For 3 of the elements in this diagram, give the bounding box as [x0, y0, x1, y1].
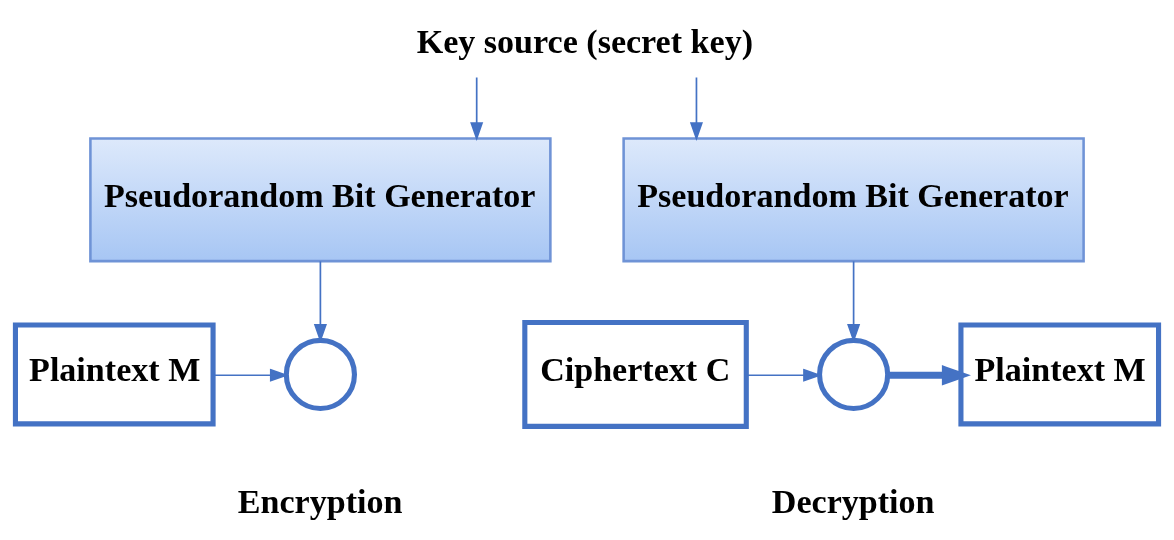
node-text: Key source (secret key) — [416, 22, 754, 60]
node-label: Encryption — [237, 482, 403, 520]
node-label: Decryption — [771, 482, 935, 520]
